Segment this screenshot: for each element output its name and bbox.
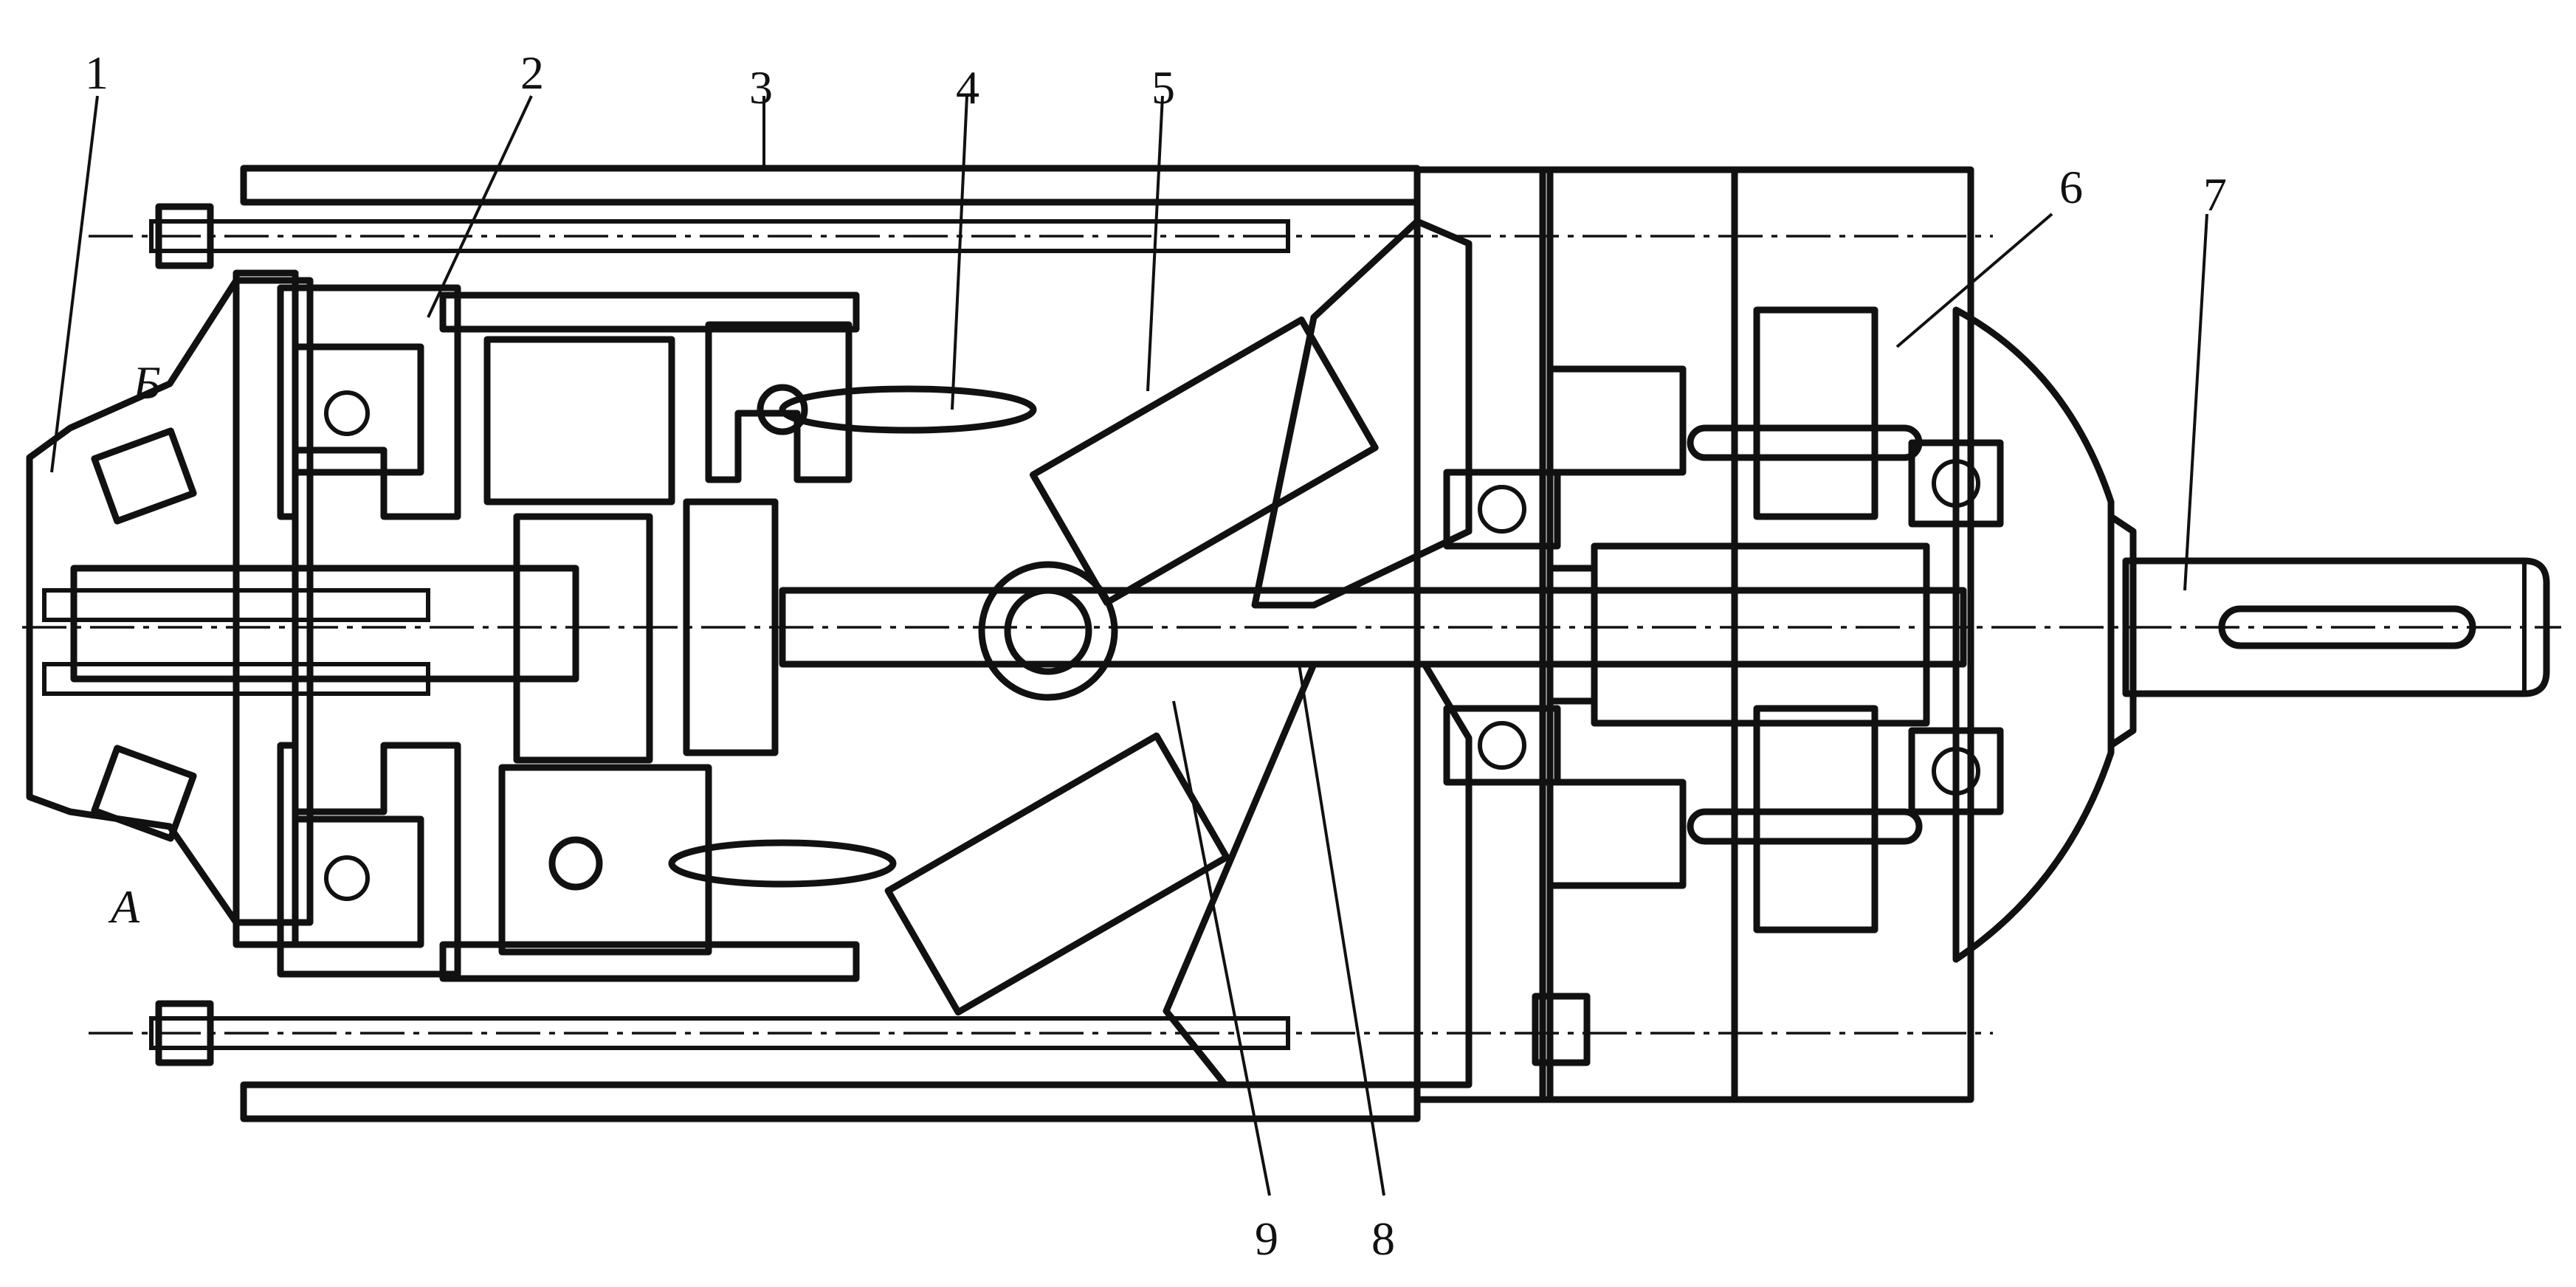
port-label-a: А (108, 880, 140, 933)
callout-7: 7 (2203, 168, 2227, 221)
callout-1: 1 (85, 46, 109, 99)
callout-2: 2 (520, 46, 544, 99)
callout-3: 3 (749, 61, 773, 114)
end-cover (1952, 306, 2137, 963)
callout-5: 5 (1151, 61, 1175, 114)
gearbox (1413, 166, 2004, 1103)
callout-4: 4 (956, 61, 979, 114)
connecting-rods (548, 384, 1037, 891)
central-shaft (70, 218, 1967, 1088)
ports (42, 427, 430, 842)
callout-6: 6 (2059, 161, 2083, 213)
cylinder-block (439, 291, 860, 982)
callout-8: 8 (1371, 1212, 1395, 1265)
callout-9: 9 (1255, 1212, 1278, 1265)
port-label-b: Б (132, 356, 161, 409)
leader-lines (50, 95, 2208, 1196)
